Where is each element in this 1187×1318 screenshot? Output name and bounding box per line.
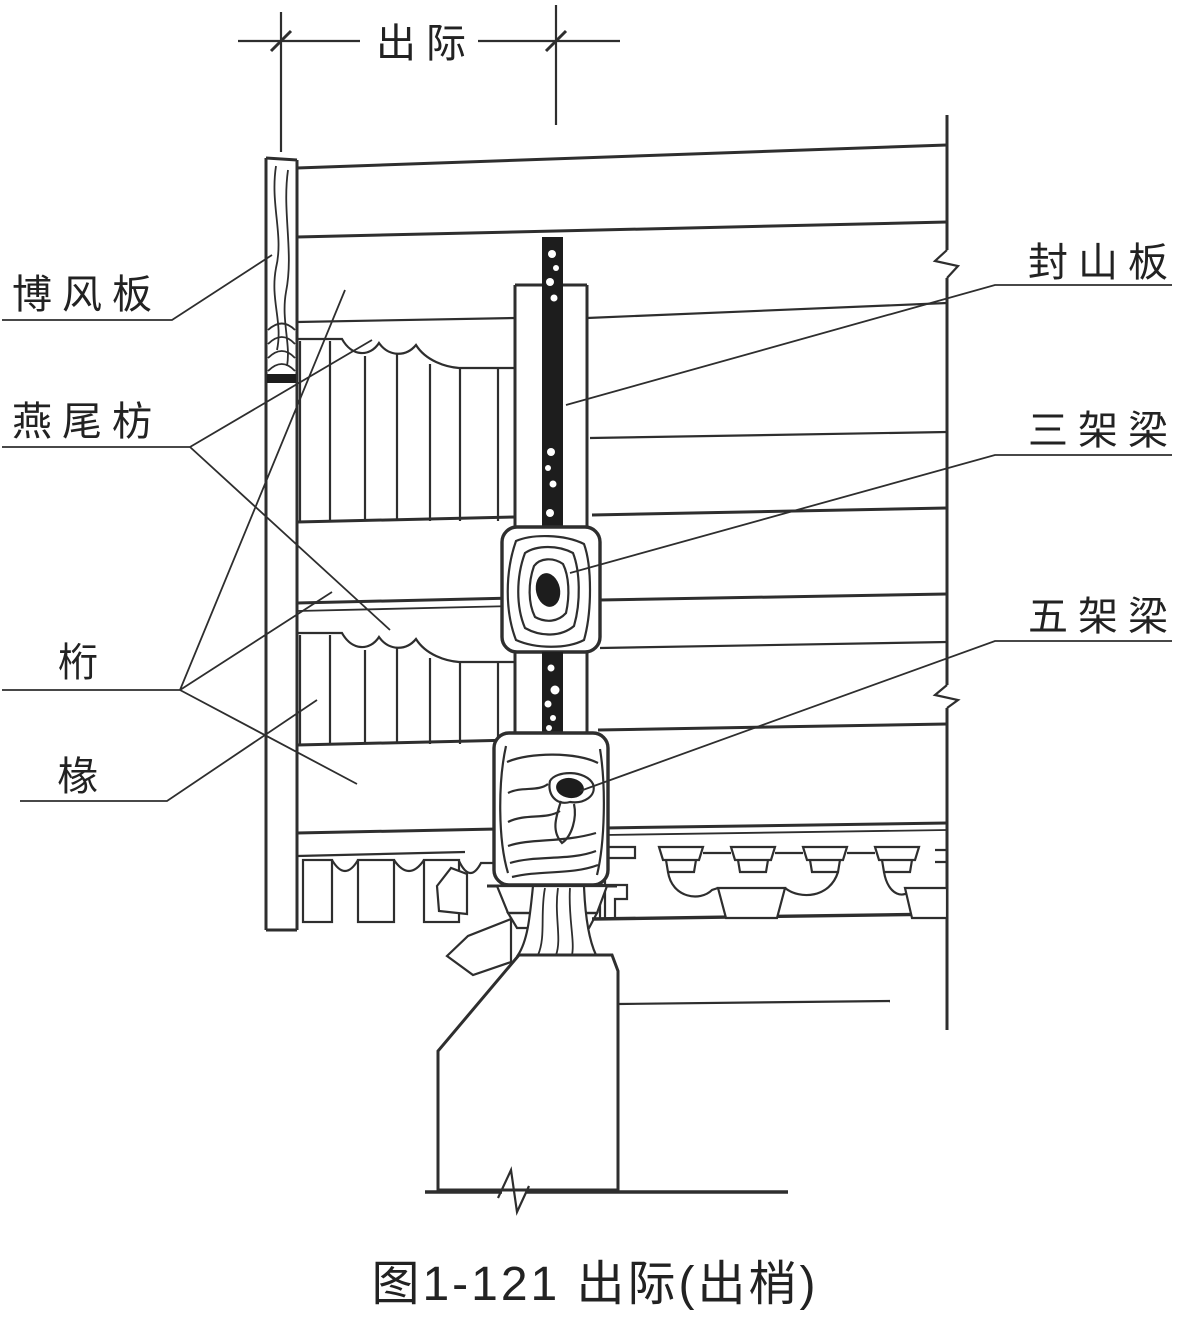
beam-grain [506,753,599,764]
member-line [599,592,948,602]
purlin-top-line [296,738,516,747]
seal-board-speckle [550,715,556,721]
tile-cap [729,845,777,874]
break-symbol-icon [932,249,961,279]
labels-right: 封山板 三架梁 五架梁 [565,241,1178,792]
beam-grain [499,745,510,874]
grain-stroke [537,887,574,956]
seal-board-speckle [553,265,559,271]
label-purlin: 桁 [58,641,98,685]
bracket-tab [356,858,396,924]
roof-board-lines [296,143,948,324]
roof-board-top-line [296,143,948,170]
tile-scoop [666,871,840,898]
seal-board-speckle [549,480,557,488]
purlin-top-line [296,515,516,524]
label-five-purlin-beam: 五架梁 [1028,595,1178,639]
leader-rafter [20,699,318,802]
seal-board-speckle [550,294,558,302]
purlin-plate-line-left [296,316,516,324]
wall-shoulder-line [617,999,891,1006]
eave-top-line [604,821,948,830]
seal-board-speckle [546,278,554,286]
beam-knot [556,777,584,799]
gable-board-strip [264,156,299,932]
member-line [591,506,948,517]
tile-cap [801,845,849,874]
grain-stroke [273,165,280,351]
label-gable-board: 博风板 [12,273,162,317]
seal-board-speckle [548,250,556,258]
wedge-block [435,866,469,916]
leader-swallowtail-tie [2,339,391,631]
center-assembly [435,237,617,957]
purlin-bottom-line-2 [296,605,516,612]
break-symbol-icon [497,1166,530,1216]
seal-board-speckle [546,509,554,517]
seal-board-speckle [545,465,551,471]
labels-left: 博风板 燕尾枋 桁 椽 [2,254,391,802]
label-gable-seal-board: 封山板 [1028,241,1178,285]
beam-grain-ring [506,534,592,648]
grain-arcs [267,322,296,372]
seal-board-speckle [550,685,560,695]
beak-block [445,917,513,977]
tie-beam-line [296,827,498,835]
rafter-band-upper [296,337,516,612]
gable-board-outline [264,156,299,932]
member-line [597,722,948,732]
tile-link-lines [703,848,947,864]
leader-gable-seal-board [565,284,1172,406]
rafter-band-lower [296,631,516,747]
leader-three-purlin-beam [569,454,1172,574]
seal-board-speckle [547,448,555,456]
seal-board-speckle [546,725,552,731]
eave-top-line-2 [604,829,948,836]
tie-beam-line-2 [296,850,466,858]
beam-knot [535,573,561,607]
label-three-purlin-beam: 三架梁 [1028,409,1178,453]
break-symbol-icon [932,684,961,709]
dimension-tick-right-icon [544,29,568,53]
dimension-chuji: 出际 [238,5,620,152]
gable-seal-board-upper [542,237,563,527]
beam-grain [554,800,576,845]
grain-stroke [283,169,290,367]
beam-grain [507,783,599,879]
figure-caption: 图1-121 出际(出梢) [371,1258,818,1311]
purlin-bottom-line [296,596,516,605]
right-edge [932,115,961,1030]
drip-tile [903,886,949,920]
bracket-scallops [331,859,497,875]
bracket-tab [301,858,334,924]
beam-grain-ring [528,558,570,622]
label-swallowtail-tie: 燕尾枋 [12,400,162,444]
beam-grain [595,748,605,876]
dimension-label: 出际 [376,22,476,66]
ridge-post-lower-outline [513,652,589,733]
tile-cap [657,845,705,874]
purlin-plate-line-right [586,301,948,320]
drip-tile [716,886,787,920]
member-line [599,640,948,650]
gable-board-dark-band [267,374,296,383]
label-rafter: 椽 [58,755,98,799]
ground [425,1166,788,1216]
roof-board-bottom-line [296,220,948,239]
member-line [589,430,948,440]
leader-five-purlin-beam [579,640,1172,792]
gable-wall-hatched [436,953,620,1192]
beam-grain-ring [548,772,595,804]
eave-tiles [592,828,949,920]
tile-cap [606,845,637,860]
seal-board-speckle [544,700,552,708]
gable-wall [436,917,620,1192]
seal-board-speckle [547,664,555,672]
beam-grain-ring [517,545,580,636]
dimension-tick-left-icon [269,29,293,53]
leader-purlin [2,289,358,785]
leader-gable-board [2,254,273,321]
tile-cap [873,845,921,874]
